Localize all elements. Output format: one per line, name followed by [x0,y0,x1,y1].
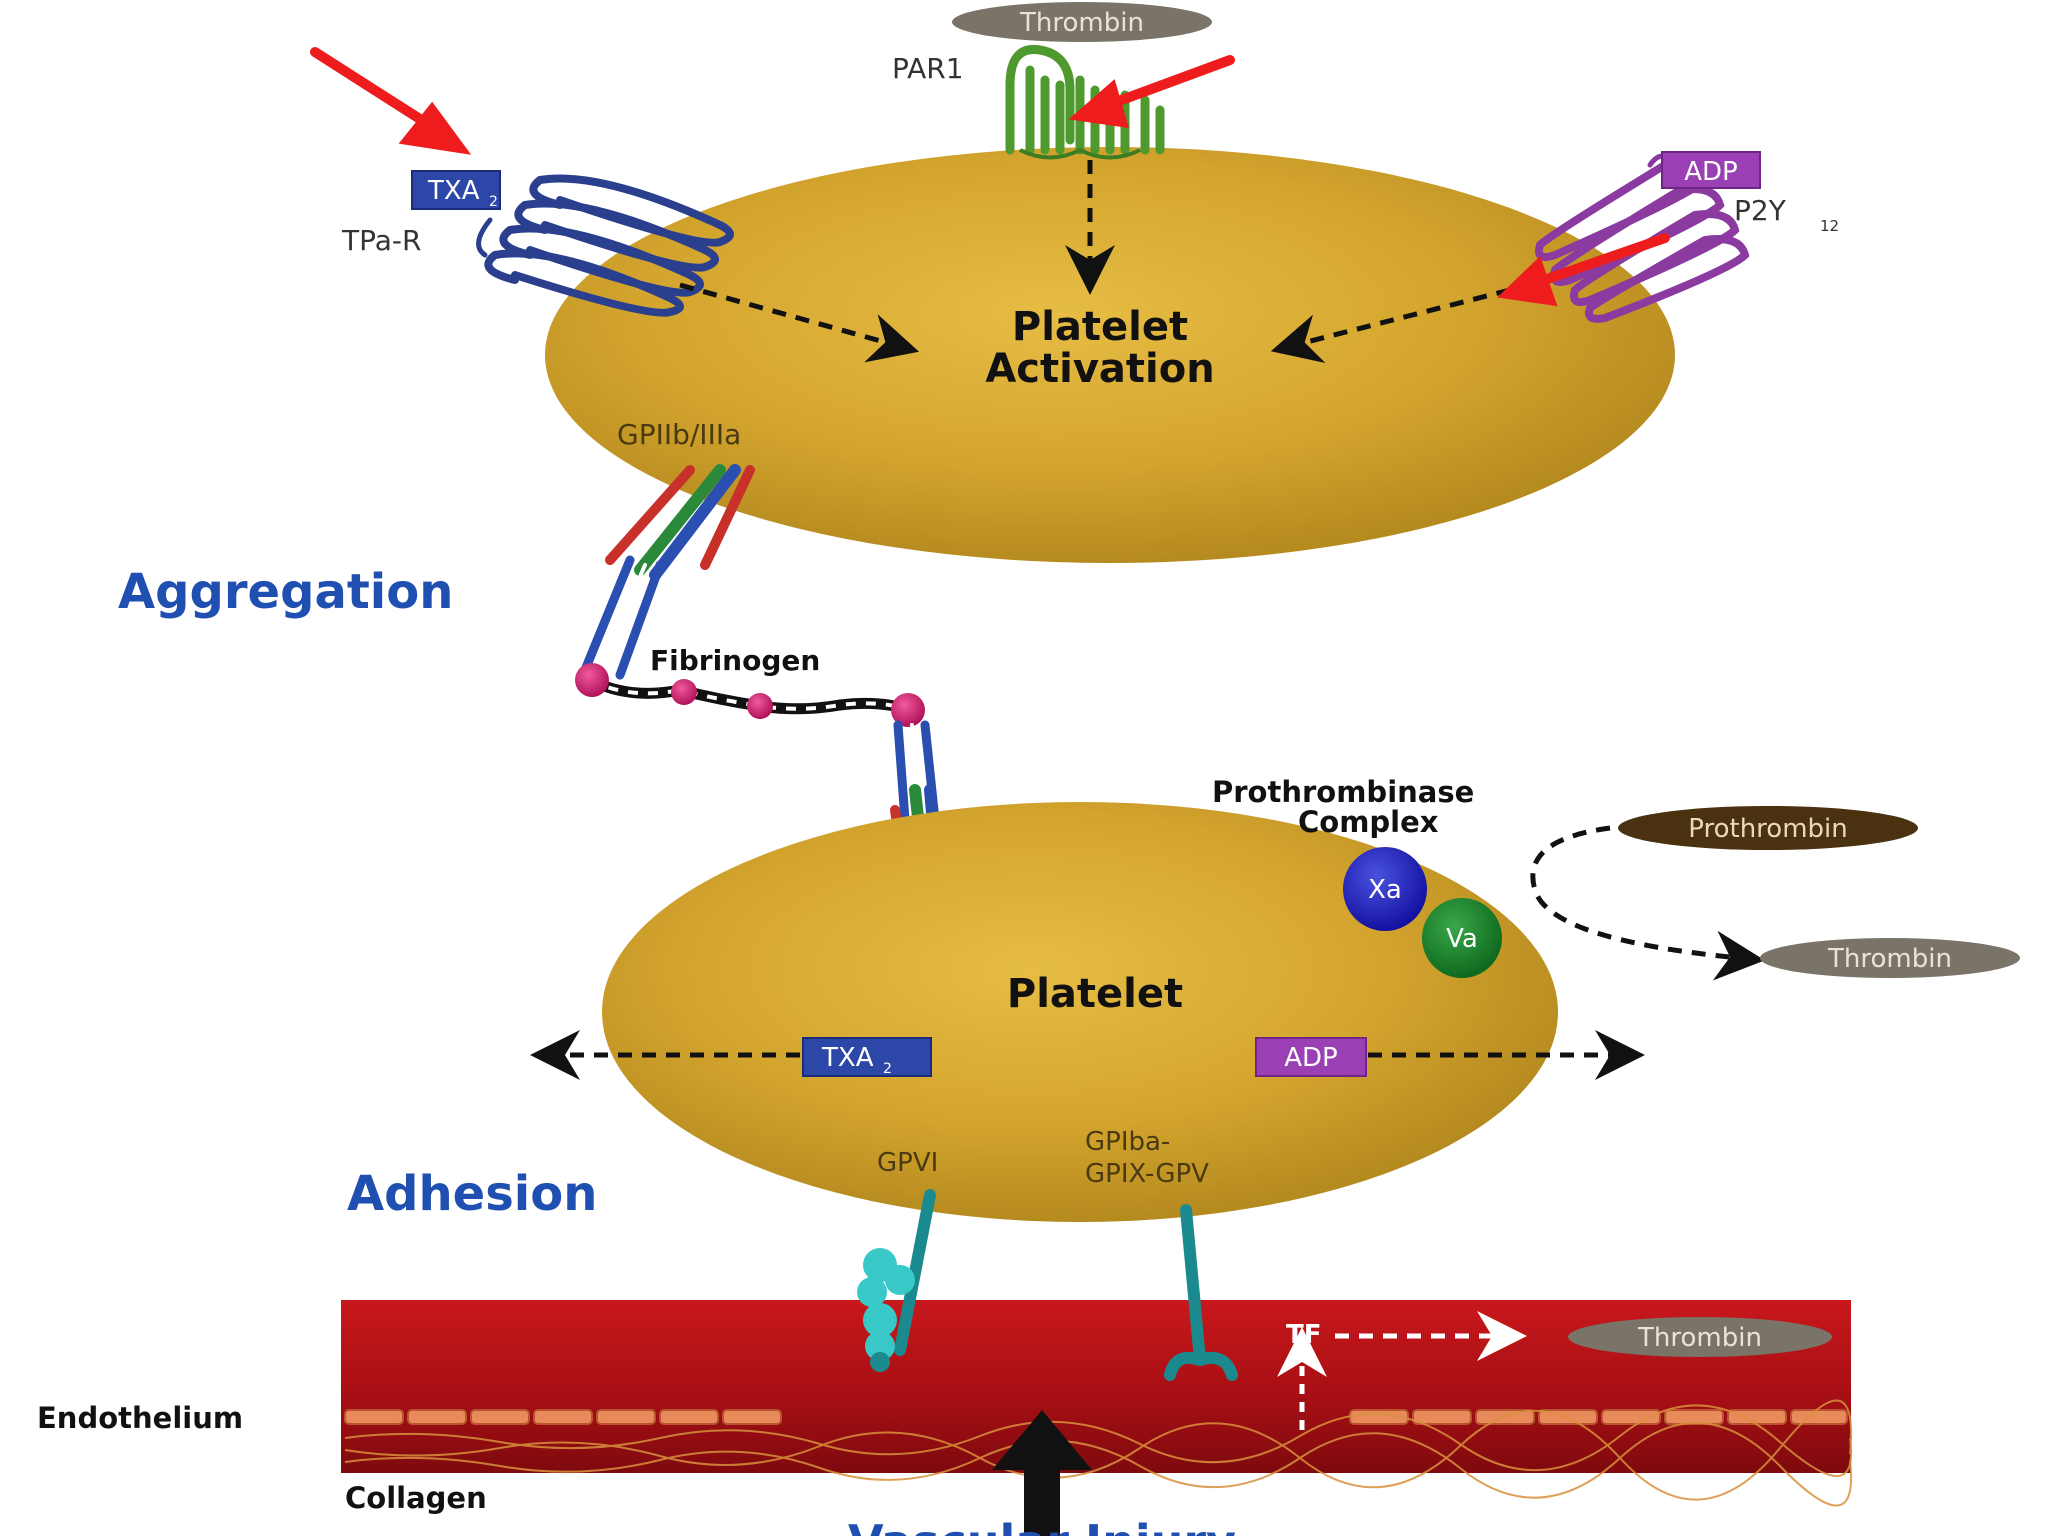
txa2-top-subscript: 2 [489,194,498,210]
endothelium-label: Endothelium [37,1401,243,1435]
tpa-r-label: TPa-R [341,224,421,257]
gpib-label-line1: GPIba- [1085,1127,1170,1157]
par1-receptor [1005,44,1165,160]
aggregation-label: Aggregation [118,564,453,620]
gpvi-label: GPVI [877,1148,938,1178]
fibrinogen-molecule [575,663,925,727]
vascular-injury-label: Vascular Injury [848,1515,1236,1536]
txa2-release-label: TXA [821,1043,874,1073]
adp-top-ligand: ADP [1661,151,1761,189]
gpib-label-line2: GPIX-GPV [1085,1159,1209,1189]
collagen-fibers [344,1399,1853,1507]
bottom-platelet [602,802,1558,1222]
factor-va: Va [1422,898,1502,978]
fibrinogen-label: Fibrinogen [650,644,820,677]
prothrombinase-label-line2: Complex [1298,805,1439,839]
gpvi-receptor [857,1189,936,1372]
top-platelet [545,147,1675,563]
thrombin-top-ligand: Thrombin [952,2,1212,42]
adp-release: ADP [1255,1037,1367,1077]
platelet-title: Platelet [1007,971,1183,1017]
thrombin-vessel-label: Thrombin [1637,1323,1762,1353]
platelet-activation-title-line1: Platelet [1012,304,1188,350]
activation-arrows [679,160,1511,364]
factor-xa: Xa [1343,847,1427,931]
txa2-release-subscript: 2 [883,1061,892,1077]
gpiib-iiia-label: GPIIb/IIIa [617,418,741,451]
thrombin-vessel: Thrombin [1568,1317,1832,1357]
gpib-receptor [1164,1204,1238,1381]
adp-release-label: ADP [1284,1043,1338,1073]
collagen-label: Collagen [345,1481,487,1515]
p2y12-subscript: 12 [1820,217,1839,235]
txa2-top-ligand: TXA 2 [411,170,501,210]
platelet-activation-title-line2: Activation [985,346,1214,392]
prothrombinase-label-line1: Prothrombinase [1212,775,1474,809]
thrombin-product-label: Thrombin [1827,944,1952,974]
prothrombin-label: Prothrombin [1688,814,1847,844]
va-label: Va [1446,924,1478,954]
callout-arrows [310,47,1670,307]
adp-top-label: ADP [1684,157,1738,187]
vascular-injury-arrow [992,1410,1092,1536]
txa2-release: TXA 2 [802,1037,932,1077]
thrombin-top-label: Thrombin [1019,8,1144,38]
p2y12-label: P2Y [1734,194,1787,227]
prothrombin-conversion-arrow [1530,825,1765,981]
tf-label: TF [1286,1320,1322,1350]
adhesion-label: Adhesion [347,1166,597,1222]
txa2-top-label: TXA [427,176,480,206]
prothrombin-substrate: Prothrombin [1618,806,1918,850]
par1-label: PAR1 [892,52,964,85]
xa-label: Xa [1368,875,1402,905]
gpiib-iiia-upper [580,464,755,680]
tpa-receptor [476,174,734,317]
thrombin-product: Thrombin [1760,938,2020,978]
